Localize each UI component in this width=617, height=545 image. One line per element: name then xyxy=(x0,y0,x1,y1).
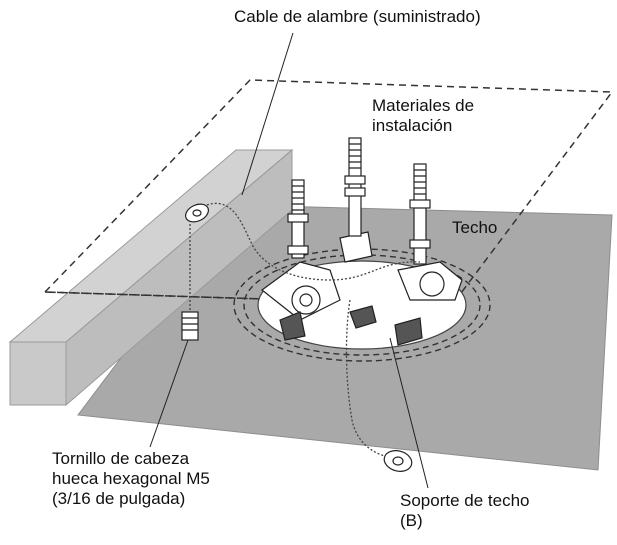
installation-materials-label: Materiales de instalación xyxy=(372,96,474,136)
bolt-right xyxy=(409,163,431,265)
hex-socket-screw xyxy=(181,311,199,341)
cable-label: Cable de alambre (suministrado) xyxy=(234,7,481,26)
cable-eyelets xyxy=(185,203,413,472)
leader-lines xyxy=(149,32,429,489)
screw-label-line-3: (3/16 de pulgada) xyxy=(52,489,186,508)
bolt-center xyxy=(344,137,366,237)
ceiling-bracket-label: Soporte de techo (B) xyxy=(400,491,529,531)
bracket-label-line-2: (B) xyxy=(400,511,423,530)
screw-label: Tornillo de cabeza hueca hexagonal M5 (3… xyxy=(52,449,210,509)
screw-label-line-2: hueca hexagonal M5 xyxy=(52,469,210,488)
ceiling-label: Techo xyxy=(452,218,498,237)
bolt-left xyxy=(287,179,309,259)
screw-label-line-1: Tornillo de cabeza xyxy=(52,449,190,468)
wire-cable xyxy=(189,202,421,457)
bracket-label-line-1: Soporte de techo xyxy=(400,491,530,510)
materials-label-line-2: instalación xyxy=(372,116,453,135)
ceiling-bracket-b xyxy=(261,231,463,346)
materials-label-line-1: Materiales de xyxy=(372,96,475,115)
installation-bolts xyxy=(287,137,431,265)
